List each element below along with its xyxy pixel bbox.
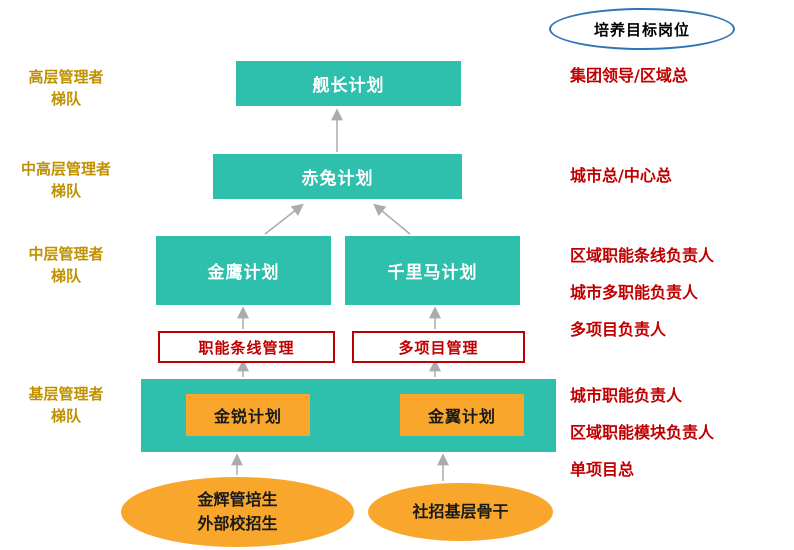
plan-label: 赤兔计划	[301, 169, 374, 189]
plan-box-jinyi: 金翼计划	[400, 394, 524, 436]
role-label-line: 城市多职能负责人	[570, 283, 699, 302]
plan-label: 千里马计划	[387, 263, 478, 283]
role-label-line: 集团领导/区域总	[570, 66, 688, 85]
tier-label-grassroots: 基层管理者 梯队	[0, 383, 132, 427]
role-label-line: 城市职能负责人	[570, 386, 683, 405]
source-label-line: 外部校招生	[197, 514, 278, 533]
role-label-line: 城市总/中心总	[570, 166, 672, 185]
role-label-line: 单项目总	[570, 460, 635, 479]
tier-label-line: 梯队	[50, 182, 81, 200]
tier-label-senior: 高层管理者 梯队	[0, 66, 132, 110]
tier-label-line: 梯队	[50, 90, 81, 108]
tag-label: 职能条线管理	[198, 338, 295, 357]
source-ellipse-campus: 金辉管培生 外部校招生	[121, 477, 354, 547]
role-label-grassroots: 城市职能负责人 区域职能模块负责人 单项目总	[570, 377, 714, 488]
source-label-line: 金辉管培生	[197, 490, 278, 509]
role-label-line: 区域职能条线负责人	[570, 246, 715, 265]
role-label-mid-senior: 城市总/中心总	[570, 165, 672, 187]
arrow-qianlima-to-chitu-icon	[373, 203, 411, 235]
tier-label-line: 中层管理者	[28, 245, 104, 263]
role-label-middle: 区域职能条线负责人 城市多职能负责人 多项目负责人	[570, 237, 714, 348]
tier-label-line: 基层管理者	[28, 385, 104, 403]
tag-label: 多项目管理	[398, 338, 479, 357]
tag-multi-project-management: 多项目管理	[352, 331, 525, 363]
target-positions-label: 培养目标岗位	[593, 20, 690, 39]
plan-label: 金鹰计划	[207, 263, 280, 283]
tier-label-line: 中高层管理者	[20, 160, 111, 178]
tier-label-middle: 中层管理者 梯队	[0, 243, 132, 287]
plan-box-chitu: 赤兔计划	[213, 154, 462, 199]
plan-label: 金翼计划	[427, 407, 496, 426]
plan-box-golden-eagle: 金鹰计划	[156, 236, 331, 305]
source-label-line: 社招基层骨干	[412, 502, 509, 521]
tier-label-line: 梯队	[50, 407, 81, 425]
arrow-eagle-to-chitu-icon	[264, 203, 304, 235]
plan-box-jinrui: 金锐计划	[186, 394, 310, 436]
plan-label: 舰长计划	[312, 76, 385, 96]
plan-label: 金锐计划	[213, 407, 282, 426]
tier-label-line: 梯队	[50, 267, 81, 285]
role-label-line: 多项目负责人	[570, 320, 667, 339]
plan-box-captain: 舰长计划	[236, 61, 461, 106]
target-positions-oval: 培养目标岗位	[549, 8, 735, 50]
tier-label-line: 高层管理者	[28, 68, 104, 86]
tag-functional-line-management: 职能条线管理	[158, 331, 335, 363]
tier-label-mid-senior: 中高层管理者 梯队	[0, 158, 132, 202]
plan-box-qianlima: 千里马计划	[345, 236, 520, 305]
source-ellipse-social: 社招基层骨干	[368, 483, 553, 541]
role-label-senior: 集团领导/区域总	[570, 65, 688, 87]
role-label-line: 区域职能模块负责人	[570, 423, 715, 442]
